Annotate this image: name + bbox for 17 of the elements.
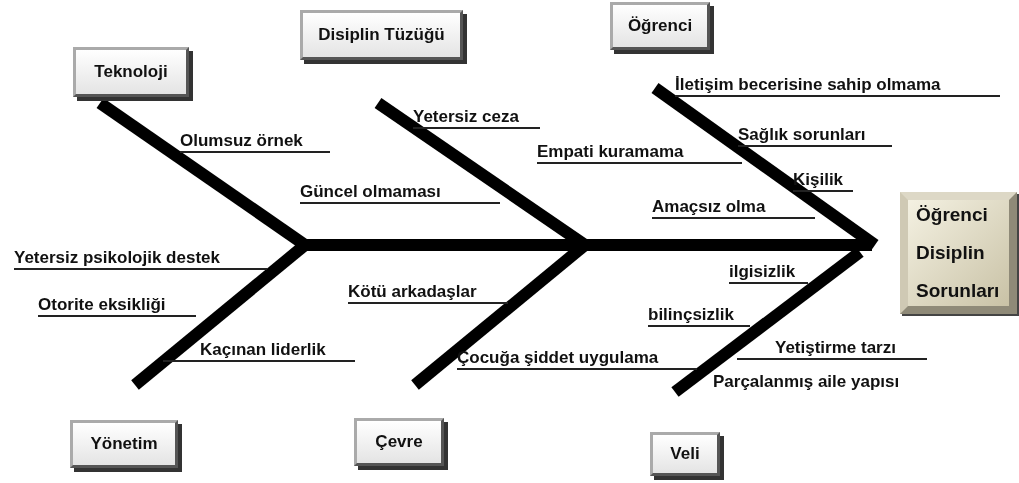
cause-label: İletişim becerisine sahip olmama	[675, 74, 1000, 97]
cause-label: Güncel olmaması	[300, 181, 500, 204]
effect-box: Öğrenci Disiplin Sorunları	[900, 192, 1017, 314]
cause-label: ilgisizlik	[729, 261, 808, 284]
cause-label: Kaçınan liderlik	[163, 339, 355, 362]
cause-label: Sağlık sorunları	[738, 124, 892, 147]
cause-label: Yetersiz ceza	[413, 106, 540, 129]
cause-label: Empati kuramama	[537, 141, 742, 164]
cause-label: Otorite eksikliği	[38, 294, 196, 317]
cause-label: Yetersiz psikolojik destek	[14, 247, 267, 270]
cause-label: Çocuğa şiddet uygulama	[457, 347, 697, 370]
cause-label: bilinçsizlik	[648, 304, 750, 327]
cause-label: Olumsuz örnek	[180, 130, 330, 153]
cause-label: Yetiştirme tarzı	[737, 337, 927, 360]
cause-label: Kötü arkadaşlar	[348, 281, 508, 304]
cause-label: Parçalanmış aile yapısı	[713, 371, 900, 392]
cause-label: Amaçsız olma	[652, 196, 815, 219]
